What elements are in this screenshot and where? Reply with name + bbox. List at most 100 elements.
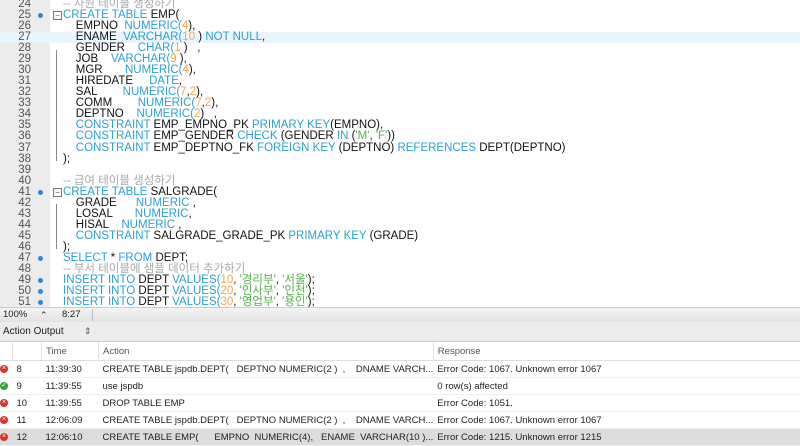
code-line[interactable]: 42 GRADE NUMERIC , [0,196,800,209]
line-number: 24 [18,0,31,10]
code-token: INSERT INTO [63,285,139,298]
code-line[interactable]: 26 EMPNO NUMERIC(4), [0,20,800,33]
code-token: VARCHAR( [110,53,171,66]
code-token: NUMERIC [121,218,176,231]
fold-toggle-icon[interactable]: − [53,11,62,21]
code-token: , [178,75,183,88]
divider [92,309,93,321]
code-token: (GENDER [280,130,337,143]
code-token: DEPT [138,296,173,307]
code-text: CREATE TABLE SALGRADE( [63,186,217,198]
col-response[interactable]: Response [432,342,800,361]
code-line[interactable]: 24-- 사원 테이블 생성하기 [0,0,800,10]
code-line[interactable]: 38); [0,152,800,165]
code-line[interactable]: 34 DEPTNO NUMERIC(2) , [0,109,800,121]
code-token: ), [188,20,196,33]
output-row[interactable]: × 12 12:06:10 CREATE TABLE EMP( EMPNO NU… [0,428,800,446]
code-token: 20 [220,285,234,298]
code-token: 9 [170,53,177,66]
code-line[interactable]: 46); [0,241,800,253]
code-token: GRADE [63,196,136,209]
code-token: 7 [180,86,187,99]
code-token: EMPNO [63,20,125,33]
output-row[interactable]: × 8 11:39:30 CREATE TABLE jspdb.DEPT( DE… [0,360,800,378]
zoom-stepper-icon[interactable]: ⌃ [40,310,48,320]
code-token: 10 [182,31,196,44]
code-text: JOB VARCHAR(9 ), [63,53,187,66]
code-line[interactable]: 28 GENDER CHAR(1 ) , [0,42,800,55]
statement-marker-icon[interactable] [38,278,43,283]
code-line[interactable]: 37 CONSTRAINT EMP_DEPTNO_FK FOREIGN KEY … [0,142,800,154]
output-row[interactable]: ✓ 9 11:39:55 use jspdb 0 row(s) affected [0,377,800,395]
code-token: ), [196,86,204,99]
code-text: INSERT INTO DEPT VALUES(20, '인사부', '인천')… [63,285,315,298]
code-token: , [369,130,376,143]
code-line[interactable]: 50 INSERT INTO DEPT VALUES(20, '인사부', '인천… [0,285,800,298]
code-line[interactable]: 30 MGR NUMERIC(4), [0,64,800,76]
success-icon: ✓ [0,381,8,390]
code-token: ); [307,285,315,298]
code-token: '서울' [282,274,308,286]
code-line[interactable]: 36 CONSTRAINT EMP_GENDER CHECK (GENDER I… [0,130,800,143]
line-number: 50 [18,285,31,298]
row-number: 10 [12,394,42,412]
code-line[interactable]: 25−CREATE TABLE EMP( [0,9,800,21]
code-line[interactable]: 44 HISAL NUMERIC , [0,218,800,231]
code-line[interactable]: 40-- 급여 테이블 생성하기 [0,175,800,187]
code-line[interactable]: 32 SAL NUMERIC(7,2), [0,86,800,99]
statement-marker-icon[interactable] [38,255,43,261]
code-line[interactable]: 43 LOSAL NUMERIC, [0,207,800,220]
line-number: 51 [18,296,31,307]
output-row[interactable]: × 10 11:39:55 DROP TABLE EMP Error Code:… [0,394,800,412]
code-token: INSERT INTO [63,296,139,307]
code-line[interactable]: 39 [0,164,800,176]
code-token: '인천' [282,285,308,298]
row-number: 11 [12,411,42,429]
code-line[interactable]: 45 CONSTRAINT SALGRADE_GRADE_PK PRIMARY … [0,229,800,242]
code-line[interactable]: 35 CONSTRAINT EMP_EMPNO_PK PRIMARY KEY(E… [0,120,800,132]
code-text: -- 급여 테이블 생성하기 [63,175,175,187]
row-response: Error Code: 1067. Unknown error 1067 [433,411,800,429]
code-line[interactable]: 31 HIREDATE DATE, [0,75,800,88]
code-token: ); [63,152,71,165]
error-icon: × [0,364,8,373]
output-row[interactable]: × 11 12:06:09 CREATE TABLE jspdb.DEPT( D… [0,411,800,429]
code-token: IN [336,130,352,143]
code-token: , [275,285,283,298]
col-time[interactable]: Time [41,342,99,361]
code-text: INSERT INTO DEPT VALUES(10, '경리부', '서울')… [63,274,315,286]
code-token: 'F' [375,130,388,143]
zoom-level[interactable]: 100% [3,309,28,320]
statement-marker-icon[interactable] [38,189,43,195]
code-token: CONSTRAINT [75,229,154,242]
line-number: 44 [18,218,31,231]
code-token: , [262,31,266,44]
code-token: NUMERIC( [122,86,181,99]
statement-marker-icon[interactable] [38,300,43,306]
code-line[interactable]: 33 COMM NUMERIC(7,2), [0,98,800,110]
code-token: NUMERIC [134,207,189,220]
action-output-table: Time Action Response × 8 11:39:30 CREATE… [0,342,800,446]
line-number: 31 [18,75,31,88]
line-number: 47 [18,251,31,264]
code-line[interactable]: 27 ENAME VARCHAR(10 ) NOT NULL, [0,31,800,44]
statement-marker-icon[interactable] [38,289,43,295]
code-token: , [188,207,192,220]
col-action[interactable]: Action [98,342,434,361]
code-line[interactable]: 29 JOB VARCHAR(9 ), [0,53,800,66]
statement-marker-icon[interactable] [38,13,43,19]
fold-toggle-icon[interactable]: − [53,187,62,197]
output-type-select[interactable]: Action Output [3,326,64,337]
code-line[interactable]: 48-- 부서 테이블에 샘플 데이터 추가하기 [0,263,800,275]
code-text: CONSTRAINT EMP_DEPTNO_FK FOREIGN KEY (DE… [63,142,566,154]
select-arrows-icon[interactable]: ⇕ [84,326,92,336]
cursor-position: 8:27 [62,309,81,320]
line-number: 43 [18,207,31,220]
code-token: 1 [174,42,181,55]
code-line[interactable]: 41−CREATE TABLE SALGRADE( [0,186,800,198]
row-number: 12 [12,428,42,446]
